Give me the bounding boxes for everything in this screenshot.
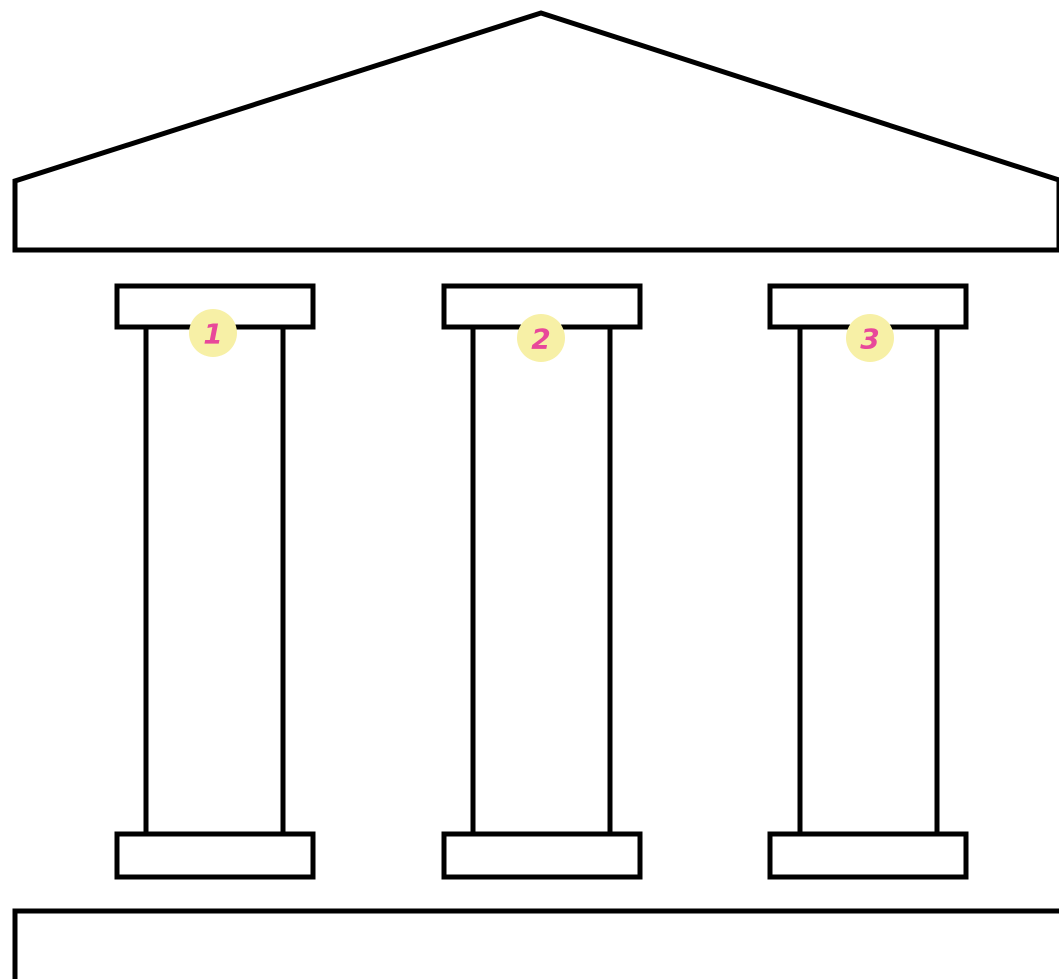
column-1: 1 (114, 283, 316, 880)
number-badge-1: 1 (189, 309, 237, 357)
column-number: 1 (203, 318, 222, 351)
column-number: 2 (531, 323, 550, 356)
column-shaft (143, 323, 286, 837)
column-base (767, 831, 969, 880)
number-badge-3: 3 (846, 314, 894, 362)
column-base (114, 831, 316, 880)
number-badge-2: 2 (517, 314, 565, 362)
temple-base (12, 908, 1059, 979)
column-2: 2 (441, 283, 643, 880)
badge-circle (517, 314, 565, 362)
column-number: 3 (860, 323, 879, 356)
roof-pediment (12, 10, 1059, 253)
badge-circle (846, 314, 894, 362)
column-shaft (797, 323, 940, 837)
column-base (441, 831, 643, 880)
column-3: 3 (767, 283, 969, 880)
badge-circle (189, 309, 237, 357)
column-shaft (470, 323, 613, 837)
